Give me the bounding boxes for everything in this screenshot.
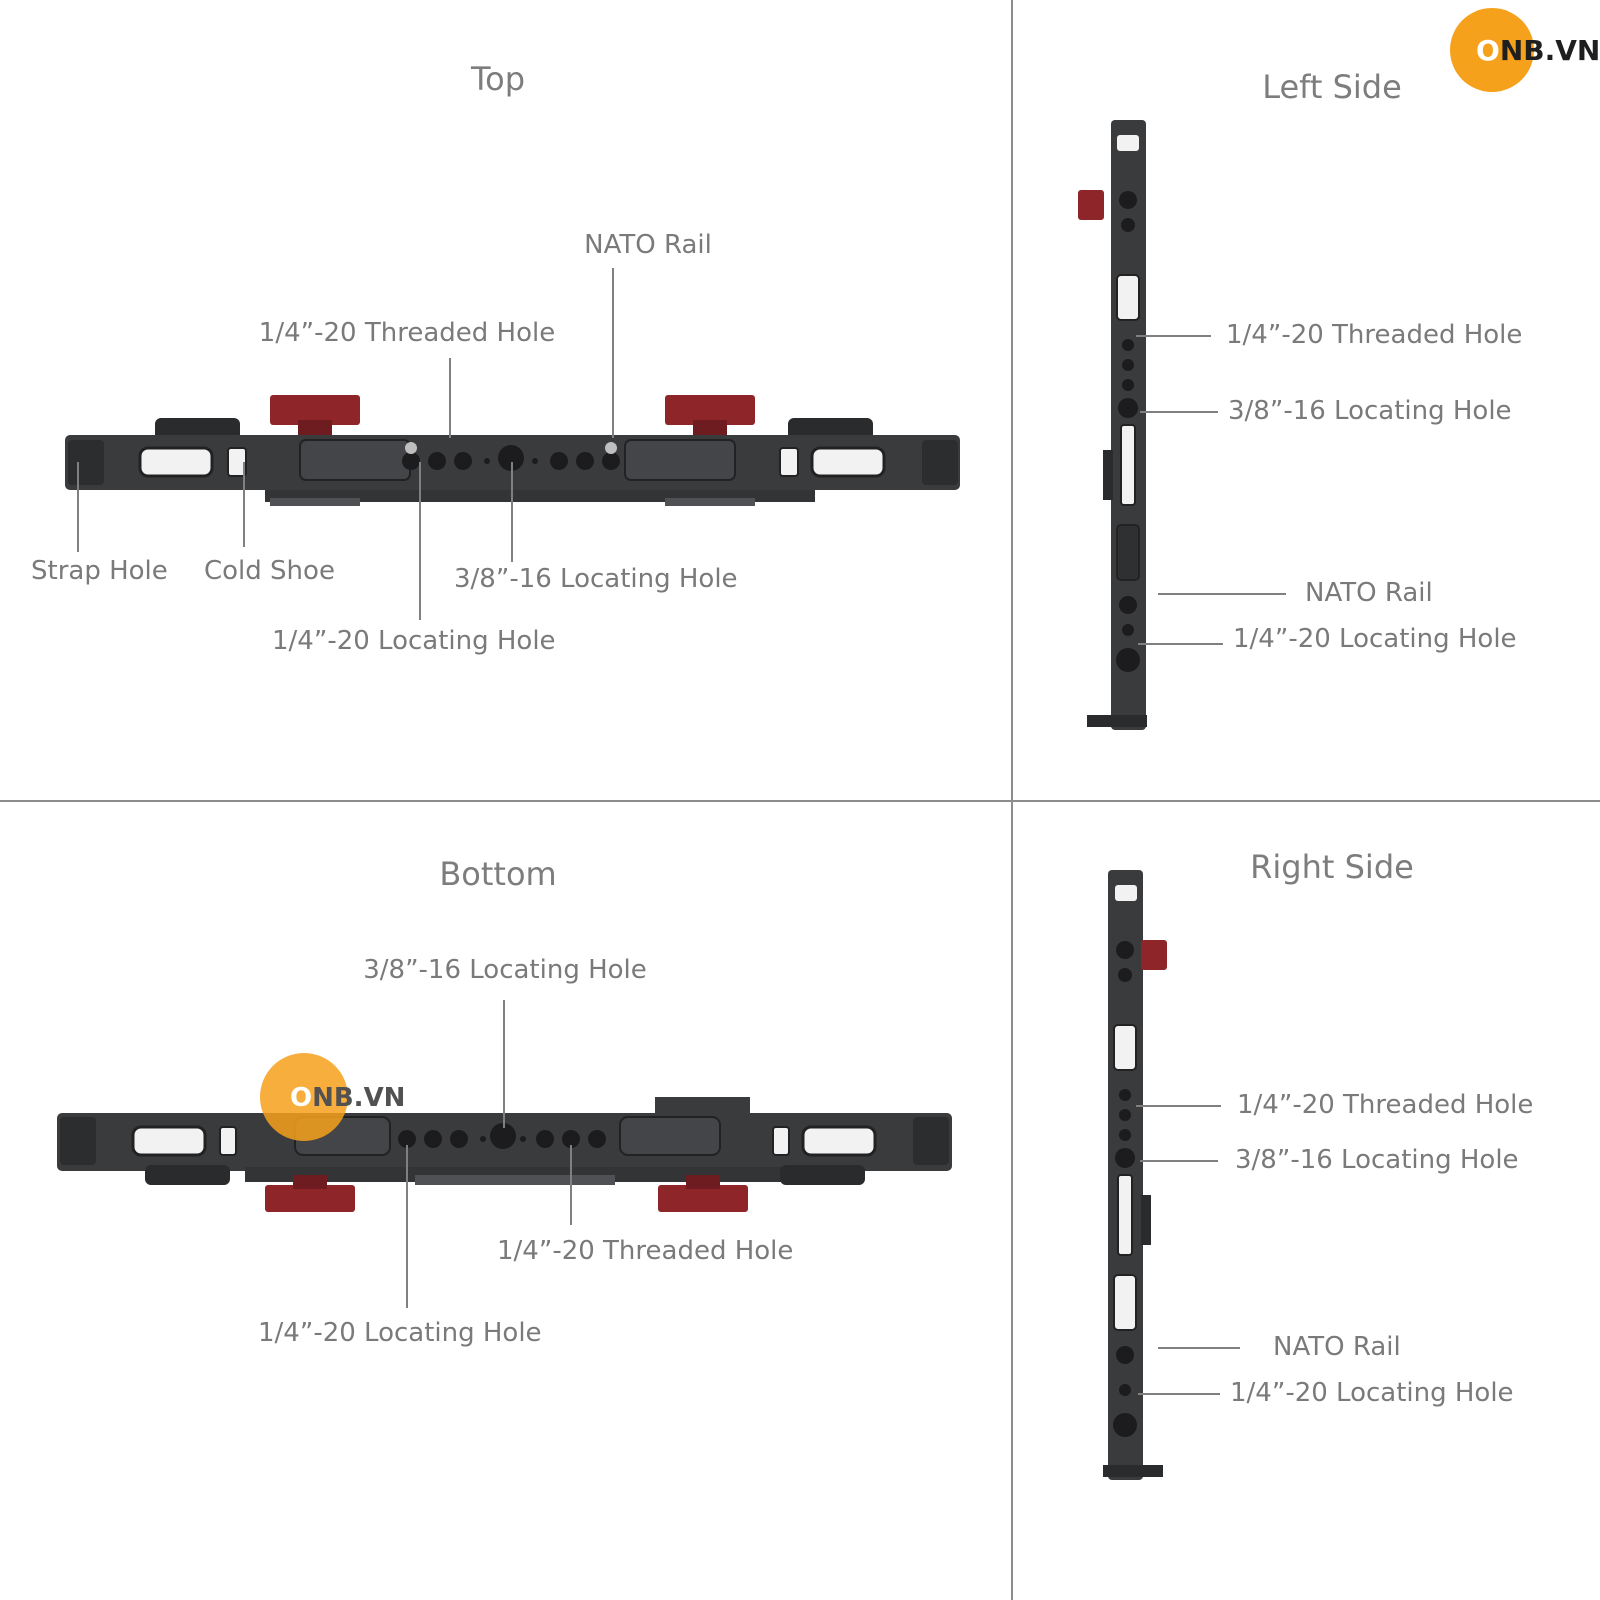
right-threaded-hole-leader (1136, 1105, 1221, 1107)
right-locating-14-leader (1138, 1393, 1220, 1395)
top-strap-hole-label: Strap Hole (31, 556, 168, 586)
watermark-text: NB.VN (1499, 34, 1600, 67)
watermark-prefix: O (1476, 34, 1500, 67)
top-locating-14-leader (419, 462, 421, 620)
left-nato-rail-label: NATO Rail (1305, 578, 1433, 608)
left-threaded-hole-leader (1136, 335, 1211, 337)
left-nato-rail-leader (1158, 593, 1286, 595)
left-threaded-hole-label: 1/4”-20 Threaded Hole (1226, 320, 1523, 350)
horizontal-divider (0, 800, 1600, 802)
bottom-locating-38-label: 3/8”-16 Locating Hole (363, 955, 647, 985)
right-threaded-hole-label: 1/4”-20 Threaded Hole (1237, 1090, 1534, 1120)
top-threaded-hole-leader (449, 358, 451, 438)
top-cold-shoe-leader (243, 462, 245, 547)
top-nato-rail-leader (612, 268, 614, 438)
right-view-product-image (1103, 870, 1167, 1480)
left-locating-14-label: 1/4”-20 Locating Hole (1233, 624, 1517, 654)
top-threaded-hole-label: 1/4”-20 Threaded Hole (258, 318, 556, 348)
top-nato-rail-label: NATO Rail (584, 230, 712, 260)
top-view-title: Top (471, 60, 525, 98)
right-nato-rail-label: NATO Rail (1273, 1332, 1401, 1362)
top-locating-14-label: 1/4”-20 Locating Hole (272, 626, 556, 656)
right-locating-14-label: 1/4”-20 Locating Hole (1230, 1378, 1514, 1408)
bottom-watermark-text: NB.VN (312, 1083, 406, 1113)
right-view-title: Right Side (1250, 848, 1414, 886)
bottom-view-product-image (57, 1097, 952, 1212)
left-locating-14-leader (1138, 643, 1223, 645)
right-nato-rail-leader (1158, 1347, 1240, 1349)
top-locating-38-leader (511, 462, 513, 562)
bottom-threaded-hole-label: 1/4”-20 Threaded Hole (497, 1236, 794, 1266)
bottom-watermark-logo: ONB.VN (260, 1053, 430, 1143)
top-cold-shoe-label: Cold Shoe (204, 556, 335, 586)
bottom-locating-14-label: 1/4”-20 Locating Hole (258, 1318, 542, 1348)
watermark-logo: ONB.VN (1450, 8, 1600, 94)
bottom-locating-14-leader (406, 1145, 408, 1308)
left-view-title: Left Side (1262, 68, 1402, 106)
left-view-product-image (1078, 120, 1147, 730)
bottom-watermark-prefix: O (290, 1083, 313, 1113)
right-locating-38-label: 3/8”-16 Locating Hole (1235, 1145, 1519, 1175)
top-locating-38-label: 3/8”-16 Locating Hole (454, 564, 738, 594)
bottom-view-title: Bottom (439, 855, 557, 893)
bottom-threaded-hole-leader (570, 1145, 572, 1225)
top-view-product-image (65, 395, 960, 506)
bottom-locating-38-leader (503, 1000, 505, 1128)
left-locating-38-label: 3/8”-16 Locating Hole (1228, 396, 1512, 426)
top-strap-hole-leader (77, 462, 79, 552)
left-locating-38-leader (1140, 411, 1218, 413)
right-locating-38-leader (1140, 1160, 1218, 1162)
